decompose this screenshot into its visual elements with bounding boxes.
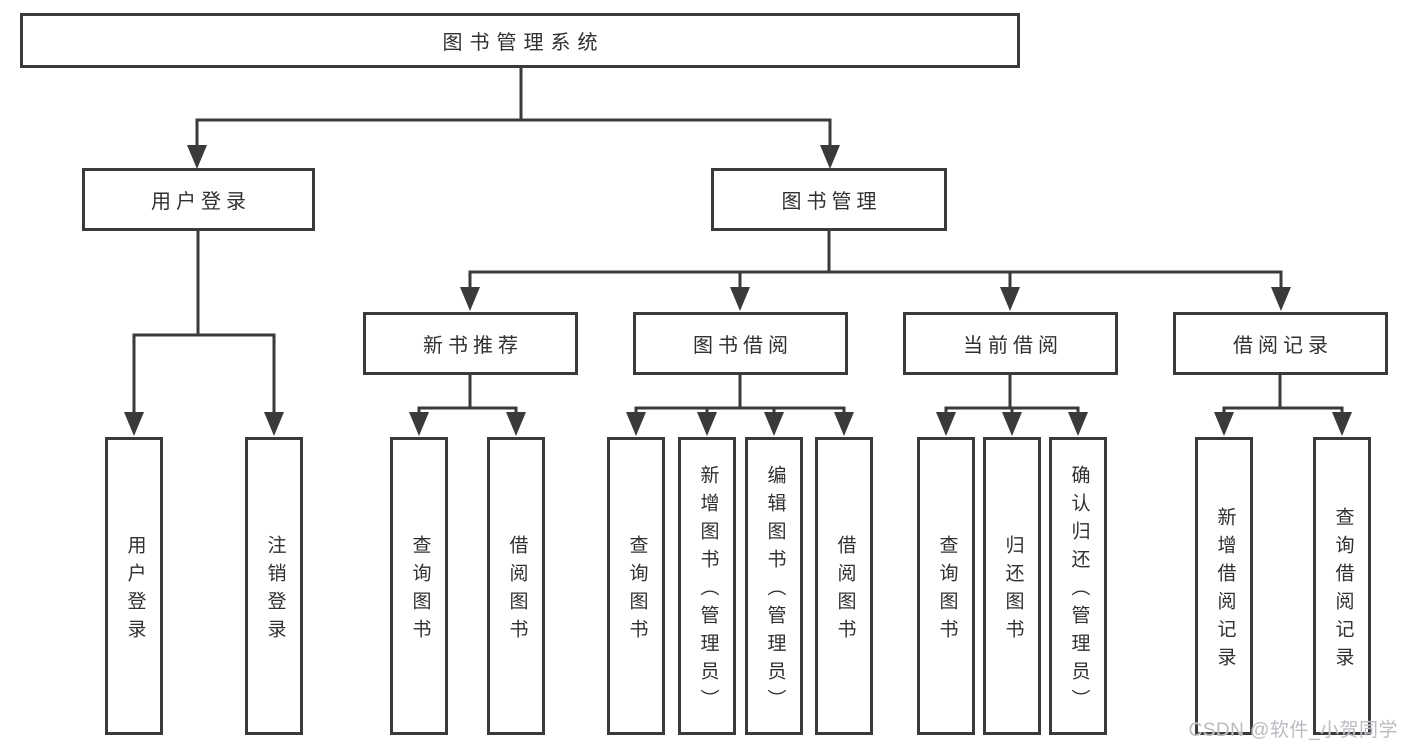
node-library-management-system: 图书管理系统 (20, 13, 1020, 68)
leaf-logout: 注销登录 (245, 437, 303, 735)
leaf-br-add-record: 新增借阅记录 (1195, 437, 1253, 735)
leaf-bb-edit-books-admin-label: 编辑图书（管理员） (764, 464, 786, 717)
leaf-nbr-borrow-books: 借阅图书 (487, 437, 545, 735)
tree-edges (132, 64, 1344, 416)
node-user-login-branch: 用户登录 (82, 168, 315, 231)
leaf-cb-confirm-return-admin: 确认归还（管理员） (1049, 437, 1107, 735)
leaf-bb-borrow-books-label: 借阅图书 (834, 534, 856, 647)
leaf-br-query-record: 查询借阅记录 (1313, 437, 1371, 735)
node-current-borrowing: 当前借阅 (903, 312, 1118, 375)
node-book-borrowing: 图书借阅 (633, 312, 848, 375)
leaf-bb-add-books-admin: 新增图书（管理员） (678, 437, 736, 735)
leaf-bb-query-books-label: 查询图书 (626, 534, 648, 647)
arrowheads (124, 145, 1352, 436)
leaf-br-add-record-label: 新增借阅记录 (1214, 506, 1236, 675)
leaf-user-login-label: 用户登录 (124, 534, 146, 647)
leaf-cb-confirm-return-admin-label: 确认归还（管理员） (1068, 464, 1090, 717)
leaf-bb-borrow-books: 借阅图书 (815, 437, 873, 735)
node-borrowing-records: 借阅记录 (1173, 312, 1388, 375)
leaf-nbr-borrow-books-label: 借阅图书 (506, 534, 528, 647)
csdn-watermark: CSDN @软件_小贺同学 (1188, 720, 1398, 741)
leaf-bb-add-books-admin-label: 新增图书（管理员） (697, 464, 719, 717)
leaf-nbr-query-books: 查询图书 (390, 437, 448, 735)
leaf-cb-query-books-label: 查询图书 (936, 534, 958, 647)
leaf-cb-return-books-label: 归还图书 (1002, 534, 1024, 647)
leaf-bb-edit-books-admin: 编辑图书（管理员） (745, 437, 803, 735)
leaf-nbr-query-books-label: 查询图书 (409, 534, 431, 647)
leaf-cb-query-books: 查询图书 (917, 437, 975, 735)
node-book-management: 图书管理 (711, 168, 947, 231)
leaf-logout-label: 注销登录 (264, 534, 286, 647)
leaf-cb-return-books: 归还图书 (983, 437, 1041, 735)
leaf-user-login: 用户登录 (105, 437, 163, 735)
node-new-book-recommend: 新书推荐 (363, 312, 578, 375)
leaf-br-query-record-label: 查询借阅记录 (1332, 506, 1354, 675)
leaf-bb-query-books: 查询图书 (607, 437, 665, 735)
